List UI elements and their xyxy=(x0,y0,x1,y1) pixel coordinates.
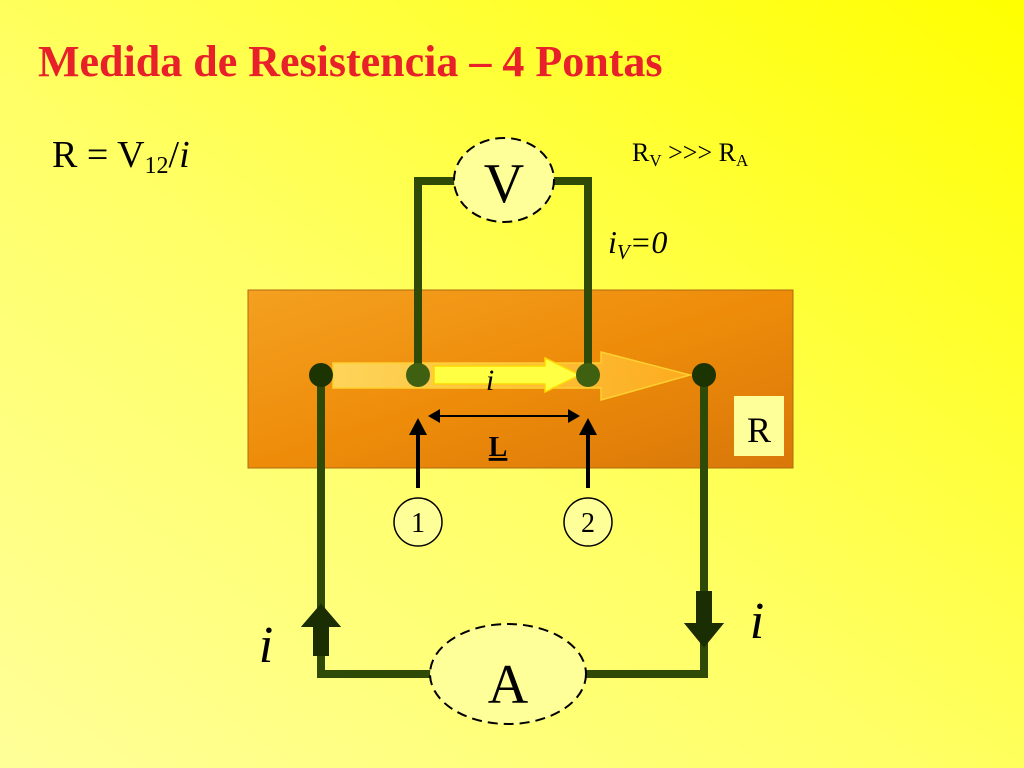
probe-1-arrow-head xyxy=(409,418,427,435)
voltmeter-circle xyxy=(453,137,555,223)
probe-2-circle xyxy=(563,497,613,547)
contact-point-probe-2 xyxy=(576,363,600,387)
length-arrow-left-head xyxy=(428,409,440,423)
resistor-label-box xyxy=(734,396,784,456)
current-wire-right xyxy=(584,375,708,678)
condition-sub1: V xyxy=(649,151,662,170)
contact-point-outer-left xyxy=(309,363,333,387)
formula-current: i xyxy=(179,134,190,176)
iv-i: i xyxy=(608,224,617,260)
probe-1-label: 1 xyxy=(411,508,425,539)
voltmeter-current-label: iV=0 xyxy=(608,224,667,265)
length-label: L xyxy=(489,432,508,463)
voltmeter-wire-left xyxy=(414,177,455,375)
resistor-label: R xyxy=(747,410,771,450)
current-down-arrow xyxy=(683,591,725,648)
formula-r-label: R = V xyxy=(52,134,145,176)
length-arrow-right-head xyxy=(568,409,580,423)
ammeter-label: A xyxy=(488,654,529,716)
ammeter-circle xyxy=(429,623,587,725)
contact-point-outer-right xyxy=(692,363,716,387)
impedance-condition: RV >>> RA xyxy=(632,138,748,171)
probe-1-circle xyxy=(393,497,443,547)
iv-value: =0 xyxy=(629,224,668,260)
condition-r1: R xyxy=(632,138,650,167)
current-label-right: i xyxy=(750,593,764,650)
current-small-arrow xyxy=(433,356,582,394)
resistance-formula: R = V12/i xyxy=(52,133,190,180)
current-up-arrow xyxy=(300,603,342,656)
slide-title: Medida de Resistencia – 4 Pontas xyxy=(38,37,663,86)
current-wire-left xyxy=(317,375,432,678)
current-label-left: i xyxy=(259,617,273,674)
condition-op: >>> R xyxy=(661,138,736,167)
iv-sub: V xyxy=(616,240,630,264)
voltmeter-wire-right xyxy=(552,177,592,375)
formula-slash: / xyxy=(168,134,180,176)
condition-sub2: A xyxy=(735,151,749,170)
probe-2-arrow-head xyxy=(579,418,597,435)
current-label-bar: i xyxy=(486,364,494,397)
probe-2-label: 2 xyxy=(581,508,595,539)
formula-subscript: 12 xyxy=(144,153,169,179)
voltmeter-label: V xyxy=(484,153,524,215)
contact-point-probe-1 xyxy=(406,363,430,387)
